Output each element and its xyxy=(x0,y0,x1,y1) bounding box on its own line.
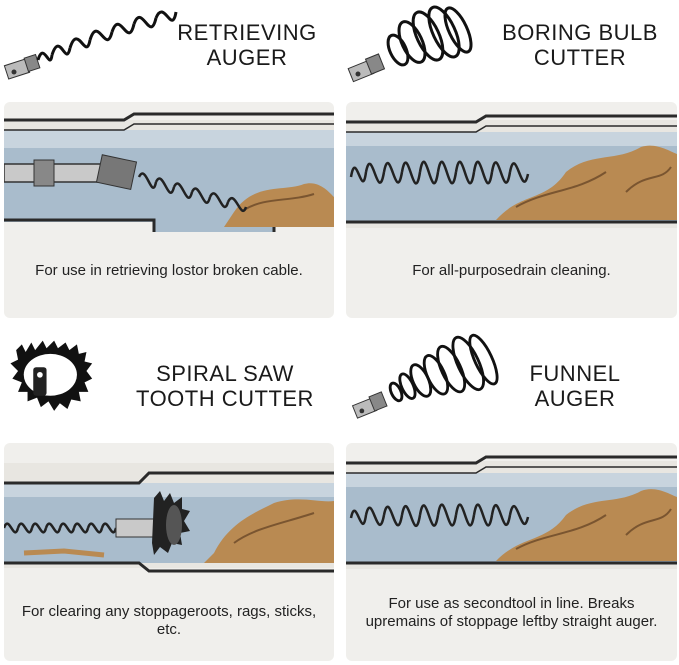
tool-description: For use as secondtool in line. Breaks up… xyxy=(365,595,658,630)
pipe-illustration xyxy=(4,463,334,573)
tool-title: RETRIEVING AUGER xyxy=(162,20,332,70)
tool-panel-funnel-auger: FUNNEL AUGER xyxy=(340,333,679,665)
tool-description: For all-purposedrain cleaning. xyxy=(412,262,611,279)
usage-card: For use as secondtool in line. Breaks up… xyxy=(346,443,677,661)
tool-description: For use in retrieving lostor broken cabl… xyxy=(35,262,303,279)
tool-panel-retrieving-auger: RETRIEVING AUGER xyxy=(0,0,339,332)
tool-title-line2: AUGER xyxy=(206,45,288,70)
tool-title-line1: BORING BULB xyxy=(502,20,658,45)
spiral-saw-tooth-cutter-icon xyxy=(10,340,93,411)
retrieving-auger-icon xyxy=(3,10,178,80)
usage-card: For use in retrieving lostor broken cabl… xyxy=(4,102,334,318)
pipe-illustration xyxy=(346,455,677,569)
boring-bulb-cutter-icon xyxy=(347,5,473,83)
tool-title-line2: CUTTER xyxy=(533,45,627,70)
usage-card: For clearing any stoppageroots, rags, st… xyxy=(4,443,334,661)
tool-title: FUNNEL AUGER xyxy=(510,361,640,411)
tool-title-line2: TOOTH CUTTER xyxy=(136,386,314,411)
tool-title: SPIRAL SAW TOOTH CUTTER xyxy=(120,361,330,411)
tool-title-line1: FUNNEL xyxy=(529,361,621,386)
tool-title: BORING BULB CUTTER xyxy=(495,20,665,70)
tool-title-line1: SPIRAL SAW xyxy=(156,361,294,386)
tool-panel-boring-bulb-cutter: BORING BULB CUTTER xyxy=(340,0,679,332)
tool-title-line2: AUGER xyxy=(534,386,616,411)
pipe-illustration xyxy=(4,112,334,232)
usage-card: For all-purposedrain cleaning. xyxy=(346,102,677,318)
funnel-auger-icon xyxy=(351,333,499,419)
tool-description: For clearing any stoppageroots, rags, st… xyxy=(21,603,317,638)
pipe-illustration xyxy=(346,114,677,228)
tool-title-line1: RETRIEVING xyxy=(177,20,317,45)
tool-panel-spiral-saw-tooth-cutter: SPIRAL SAW TOOTH CUTTER xyxy=(0,333,339,665)
